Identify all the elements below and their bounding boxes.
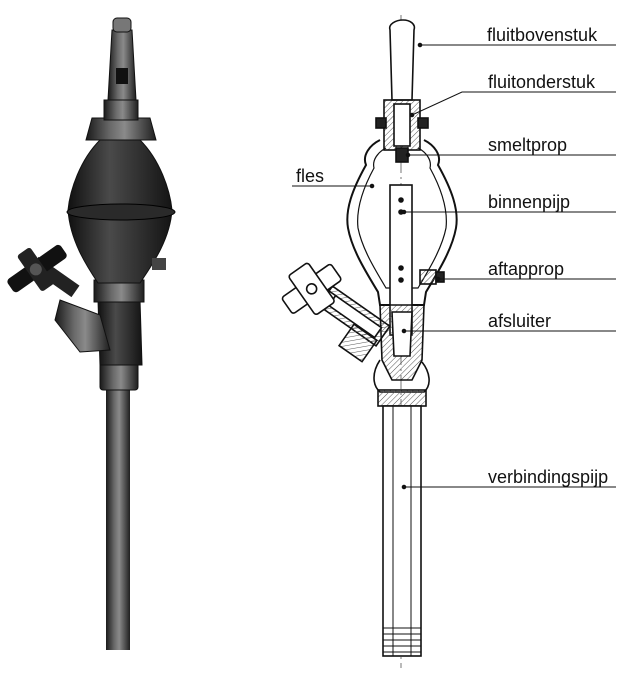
label-verbindingspijp: verbindingspijp: [488, 467, 609, 487]
section-drain-head: [435, 271, 445, 283]
leader-lines: [292, 42, 616, 490]
section-handwheel[interactable]: [273, 252, 350, 326]
photo-whistle-top: [112, 17, 132, 33]
photo-hex-nut: [103, 99, 139, 121]
section-valve-bore: [391, 311, 413, 357]
section-packing-nut: [337, 323, 379, 363]
label-binnenpijp: binnenpijp: [488, 192, 571, 212]
photo-flask-seam: [66, 203, 176, 221]
section-bolt-left: [375, 117, 387, 129]
whistle-section: [273, 15, 458, 668]
whistle-photo: [0, 17, 176, 650]
section-whistle-bore: [393, 103, 411, 147]
label-fluitbovenstuk: fluitbovenstuk: [487, 25, 598, 45]
photo-whistle-bell: [107, 29, 137, 101]
leader-fluitonderstuk: [411, 91, 616, 116]
photo-whistle-mouth: [116, 68, 128, 84]
photo-connecting-pipe: [106, 385, 130, 650]
label-fluitonderstuk: fluitonderstuk: [488, 72, 596, 92]
section-pipe-thread: [383, 627, 421, 653]
label-afsluiter: afsluiter: [488, 311, 552, 331]
section-drain-plug: [419, 269, 437, 285]
photo-drain-plug: [152, 258, 166, 270]
section-connecting-pipe: [382, 405, 422, 657]
section-pipe-hole-3: [398, 265, 404, 271]
section-pipe-hole-4: [398, 277, 404, 283]
photo-handwheel[interactable]: [0, 232, 76, 305]
label-fles: fles: [296, 166, 325, 186]
photo-bottom-nut: [99, 361, 139, 391]
section-lower-nut: [377, 389, 427, 407]
photo-valve-branch: [54, 299, 111, 353]
label-aftapprop: aftapprop: [488, 259, 565, 279]
section-pipe-hole-1: [398, 197, 404, 203]
section-bolt-right: [417, 117, 429, 129]
photo-top-cap: [85, 117, 157, 141]
label-smeltprop: smeltprop: [488, 135, 568, 155]
section-whistle-top: [388, 19, 416, 101]
